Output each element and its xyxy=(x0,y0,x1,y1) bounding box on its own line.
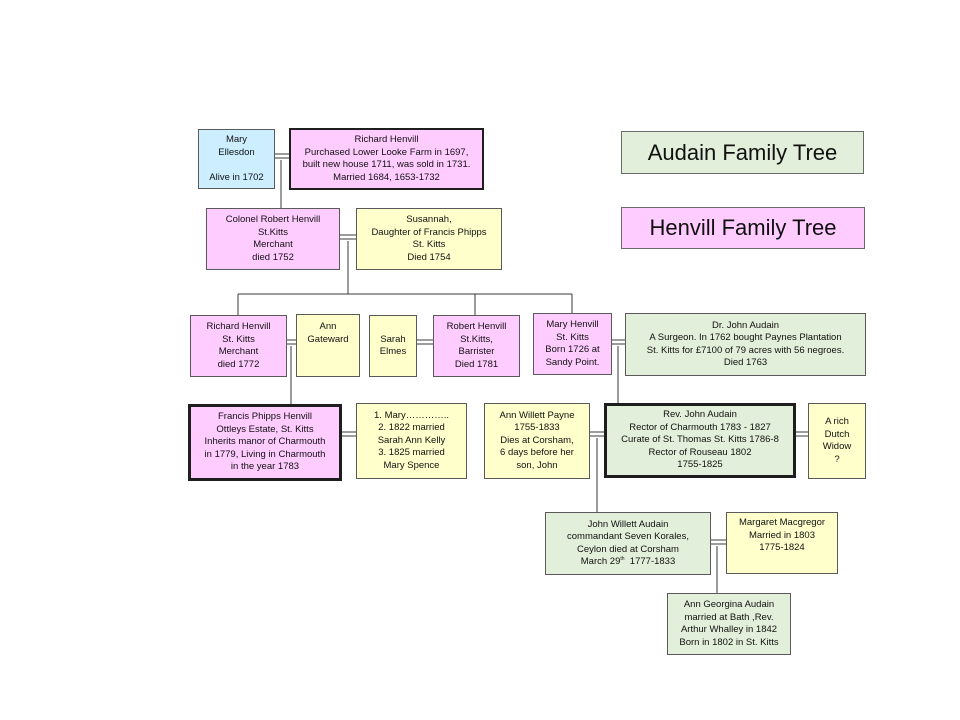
node-line: Mary Henvill xyxy=(546,319,599,330)
node-line: St. Kitts xyxy=(222,333,255,345)
node-line: Dutch xyxy=(824,428,850,440)
node-francis-wives: 1. Mary………….. 2. 1822 married Sarah Ann … xyxy=(356,403,467,479)
node-line: Mary Spence xyxy=(383,459,440,471)
node-dr-john-audain: Dr. John Audain A Surgeon. In 1762 bough… xyxy=(625,313,866,376)
node-line: 3. 1825 married xyxy=(378,447,445,459)
node-line: Rector of Charmouth 1783 - 1827 xyxy=(629,421,771,433)
node-richard-henvill-sr: Richard Henvill Purchased Lower Looke Fa… xyxy=(289,128,484,190)
node-robert-henvill: Robert Henvill St.Kitts, Barrister Died … xyxy=(433,315,520,377)
node-line: Barrister xyxy=(458,346,495,357)
node-line: Susannah, xyxy=(406,214,452,225)
date-ordinal: th xyxy=(620,556,625,562)
node-line: Curate of St. Thomas St. Kitts 1786-8 xyxy=(621,434,779,446)
node-line: Richard Henvill xyxy=(206,321,271,332)
date-prefix: March 29 xyxy=(580,556,621,567)
node-line: 1775-1824 xyxy=(759,542,805,553)
node-line: Merchant xyxy=(253,239,293,250)
node-line: 6 days before her xyxy=(500,447,574,459)
node-ann-gateward: Ann Gateward xyxy=(296,314,360,377)
node-line: married at Bath ,Rev. xyxy=(684,611,774,623)
node-line: Alive in 1702 xyxy=(209,171,264,183)
node-line: commandant Seven Korales, xyxy=(567,531,689,542)
node-line: Widow xyxy=(822,441,852,452)
node-line: Sarah xyxy=(380,333,406,345)
node-line: Robert Henvill xyxy=(446,321,507,332)
node-margaret-macgregor: Margaret Macgregor Married in 1803 1775-… xyxy=(726,512,838,574)
node-ann-willett-payne: Ann Willett Payne 1755-1833 Dies at Cors… xyxy=(484,403,590,479)
node-line: 1755-1833 xyxy=(514,422,560,434)
node-line: A Surgeon. In 1762 bought Paynes Plantat… xyxy=(649,332,842,343)
node-line: Elmes xyxy=(379,346,407,357)
node-rich-dutch-widow: A rich Dutch Widow ? xyxy=(808,403,866,479)
node-line: John Willett Audain xyxy=(587,518,669,530)
node-line: St.Kitts xyxy=(257,226,289,238)
node-francis-phipps-henvill: Francis Phipps Henvill Ottleys Estate, S… xyxy=(188,404,342,481)
node-line: Ceylon died at Corsham xyxy=(577,543,679,555)
node-ann-georgina-audain: Ann Georgina Audain married at Bath ,Rev… xyxy=(667,593,791,655)
node-line: Dies at Corsham, xyxy=(500,434,574,446)
node-line: Died 1763 xyxy=(723,357,768,368)
node-line: in 1779, Living in Charmouth xyxy=(204,448,326,460)
audain-legend-label: Audain Family Tree xyxy=(647,139,838,165)
node-line: Ann Georgina Audain xyxy=(683,599,775,610)
node-line: St. Kitts xyxy=(412,239,446,250)
node-line: Rector of Rouseau 1802 xyxy=(648,446,752,458)
node-line: 2. 1822 married xyxy=(378,422,445,434)
node-mary-ellesdon: Mary Ellesdon Alive in 1702 xyxy=(198,129,275,189)
node-line: St.Kitts, xyxy=(460,333,493,345)
node-line: 1. Mary………….. xyxy=(374,409,449,421)
node-line: Ann Willett Payne xyxy=(499,409,575,421)
node-colonel-robert-henvill: Colonel Robert Henvill St.Kitts Merchant… xyxy=(206,208,340,270)
node-line: Sarah Ann Kelly xyxy=(377,434,446,446)
node-john-willett-audain: John Willett Audain commandant Seven Kor… xyxy=(545,512,711,575)
node-richard-henvill-jr: Richard Henvill St. Kitts Merchant died … xyxy=(190,315,287,377)
henvill-legend-label: Henvill Family Tree xyxy=(649,215,837,240)
node-line: Born in 1802 in St. Kitts xyxy=(679,636,779,648)
node-line: Ellesdon xyxy=(218,146,255,158)
node-line: Ann xyxy=(319,321,337,332)
node-line: Died 1781 xyxy=(454,358,499,370)
node-line: St. Kitts xyxy=(556,331,589,343)
node-line: Richard Henvill xyxy=(354,134,419,145)
node-line: Died 1754 xyxy=(407,251,451,263)
node-line: Married in 1803 xyxy=(748,529,815,541)
node-line: Purchased Lower Looke Farm in 1697, xyxy=(304,146,469,158)
node-line: Sandy Point. xyxy=(545,356,600,368)
node-line: in the year 1783 xyxy=(230,461,300,473)
node-line: ? xyxy=(834,453,840,465)
node-line: Colonel Robert Henvill xyxy=(225,214,321,225)
node-line: died 1752 xyxy=(252,251,294,263)
node-line: Daughter of Francis Phipps xyxy=(371,226,487,238)
node-line: Arthur Whalley in 1842 xyxy=(680,624,778,635)
node-susannah: Susannah, Daughter of Francis Phipps St.… xyxy=(356,208,502,270)
node-line: Margaret Macgregor xyxy=(738,517,826,528)
audain-legend: Audain Family Tree xyxy=(621,131,864,174)
node-line: Born 1726 at xyxy=(545,344,600,355)
node-line: Mary xyxy=(225,134,248,145)
node-line: Dr. John Audain xyxy=(711,319,780,331)
node-line: Ottleys Estate, St. Kitts xyxy=(216,423,314,435)
node-sarah-elmes: Sarah Elmes xyxy=(369,315,417,377)
node-line: Francis Phipps Henvill xyxy=(218,411,312,423)
node-line: died 1772 xyxy=(217,358,260,370)
henvill-legend: Henvill Family Tree xyxy=(621,207,865,249)
node-line xyxy=(202,159,271,172)
node-line: Rev. John Audain xyxy=(663,409,737,421)
node-line: St. Kitts for £7100 of 79 acres with 56 … xyxy=(646,344,845,356)
node-line: Married 1684, 1653-1732 xyxy=(333,171,440,183)
node-line: 1755-1825 xyxy=(677,459,723,471)
node-line: Inherits manor of Charmouth xyxy=(204,436,326,448)
node-line: A rich xyxy=(825,416,849,427)
node-line: March 29th 1777-1833 xyxy=(549,556,707,569)
node-rev-john-audain: Rev. John Audain Rector of Charmouth 178… xyxy=(604,403,796,478)
node-line: built new house 1711, was sold in 1731. xyxy=(302,159,471,170)
date-suffix: 1777-1833 xyxy=(624,556,676,567)
node-line: Merchant xyxy=(218,346,259,357)
node-line: son, John xyxy=(516,459,558,471)
node-line: Gateward xyxy=(307,333,349,345)
node-mary-henvill: Mary Henvill St. Kitts Born 1726 at Sand… xyxy=(533,313,612,375)
